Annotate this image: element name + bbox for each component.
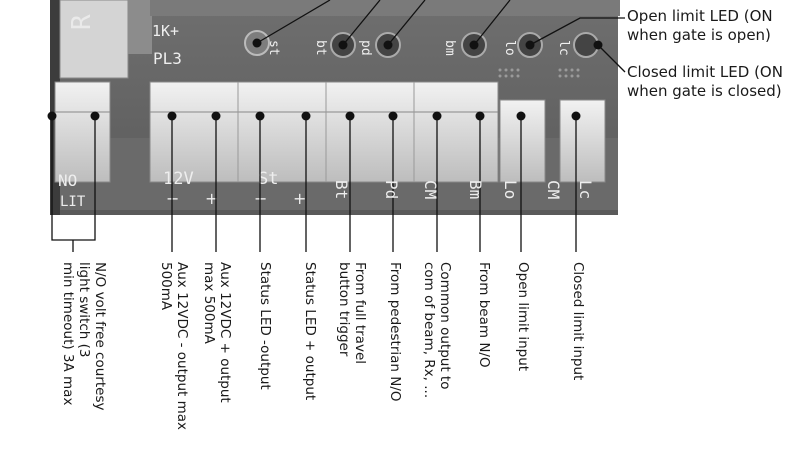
leader-top-dot-0 <box>252 38 262 48</box>
leader-top-1 <box>342 0 381 46</box>
terminal-label-10: Closed limit input <box>570 262 586 380</box>
callout-closed-line1: Closed limit LED (ON <box>627 63 783 81</box>
terminal-label-1-line2: 500mA <box>158 262 174 311</box>
terminal-label-9: Open limit input <box>515 262 531 371</box>
silk-no: NO <box>58 171 77 190</box>
leader-top-dot-3 <box>469 40 479 50</box>
terminal-label-2-line1: Aux 12VDC + output <box>217 262 233 403</box>
header-strip <box>150 0 620 16</box>
pad-grid <box>498 68 580 78</box>
led-silk-names: st bt pd bm lo lc <box>266 40 571 56</box>
leader-dot-0 <box>167 111 177 121</box>
silk-pl3: PL3 <box>153 49 182 68</box>
leader-top-2 <box>387 0 426 46</box>
callout-open-line2: when gate is open) <box>627 26 771 44</box>
silk-12v: 12V <box>163 169 194 189</box>
leader-closed-dot <box>593 40 603 50</box>
leader-lines <box>47 0 626 252</box>
silk-term-3: Bm <box>466 180 485 199</box>
terminal-label-2-line2: max 500mA <box>201 262 217 344</box>
silk-silk_pd: pd <box>358 40 373 56</box>
callout-closed-line2: when gate is closed) <box>627 82 782 100</box>
leader-dot-5 <box>388 111 398 121</box>
terminal-label-8-line1: From beam N/O <box>476 262 492 368</box>
silk-silk_bt: bt <box>313 40 328 56</box>
terminal-label-0-line1: N/O volt free courtesy <box>92 262 108 411</box>
terminal-label-0-line2: light switch (3 <box>76 262 92 358</box>
silk-st: St <box>258 169 278 189</box>
silk-term-0: Bt <box>332 180 351 199</box>
silk-terminal-names: Bt Pd CM Bm Lo CM Lc <box>332 180 595 199</box>
leader-dot-6 <box>432 111 442 121</box>
silk-lit: LIT <box>60 194 86 210</box>
terminal-label-6-line1: From pedestrian N/O <box>387 262 403 402</box>
leader-top-dot-1 <box>338 40 348 50</box>
terminal-label-3-line1: Status LED -output <box>257 262 273 390</box>
leader-dot-7 <box>475 111 485 121</box>
terminal-block-left <box>54 81 111 183</box>
silk-silk_lo: lo <box>502 40 517 56</box>
terminal-label-5-line1: From full travel <box>352 262 368 365</box>
silk-silk_bm: bm <box>442 40 457 56</box>
dot-courtesy-2 <box>90 111 100 121</box>
terminal-label-7-line2: com of beam, Rx, ... <box>421 262 437 399</box>
silk-st-minus: − <box>254 189 267 208</box>
leader-dot-1 <box>211 111 221 121</box>
terminal-label-0-line3: min timeout) 3A max <box>60 262 76 406</box>
silk-term-5: CM <box>544 180 563 199</box>
silk-12v-plus: + <box>205 189 218 208</box>
relay-block <box>59 0 129 79</box>
relay-top <box>128 0 152 54</box>
callout-closed-limit-led: Closed limit LED (ON when gate is closed… <box>627 63 783 101</box>
leader-open-dot <box>525 40 535 50</box>
leader-dot-8 <box>516 111 526 121</box>
terminal-label-4: Status LED + output <box>302 262 318 400</box>
terminal-label-1-line1: Aux 12VDC - output max <box>174 262 190 430</box>
terminal-label-9-line1: Open limit input <box>515 262 531 372</box>
callout-open-limit-led: Open limit LED (ON when gate is open) <box>627 7 773 45</box>
silk-st-plus: + <box>293 189 306 208</box>
leader-dot-4 <box>345 111 355 121</box>
terminal-label-3: Status LED -output <box>257 262 273 390</box>
terminal-label-10-line1: Closed limit input <box>570 262 586 381</box>
terminal-label-5-line2: button trigger <box>336 262 352 357</box>
leader-top-0 <box>256 0 331 44</box>
silk-term-2: CM <box>421 180 440 199</box>
terminal-label-8: From beam N/O <box>476 262 492 368</box>
silk-12v-minus: − <box>166 189 179 208</box>
terminal-label-4-line1: Status LED + output <box>302 262 318 401</box>
dot-courtesy-1 <box>47 111 57 121</box>
leader-dot-3 <box>301 111 311 121</box>
terminal-label-6: From pedestrian N/O <box>387 262 403 402</box>
leader-top-3 <box>473 0 511 46</box>
leader-open-led <box>529 17 625 46</box>
leader-top-dot-2 <box>383 40 393 50</box>
silk-silk_st: st <box>266 40 281 56</box>
callout-open-line1: Open limit LED (ON <box>627 7 773 25</box>
terminal-label-7-line1: Common output to <box>437 262 453 390</box>
silk-r: R <box>67 14 97 30</box>
leader-dot-2 <box>255 111 265 121</box>
leader-dot-9 <box>571 111 581 121</box>
silk-silk_lc: lc <box>556 40 571 56</box>
silk-1k: 1K+ <box>152 22 179 40</box>
leader-closed-led <box>597 44 626 73</box>
silk-term-6: Lc <box>576 180 595 199</box>
silk-term-4: Lo <box>501 180 520 199</box>
terminal-block-main <box>149 81 499 183</box>
silk-term-1: Pd <box>382 180 401 199</box>
